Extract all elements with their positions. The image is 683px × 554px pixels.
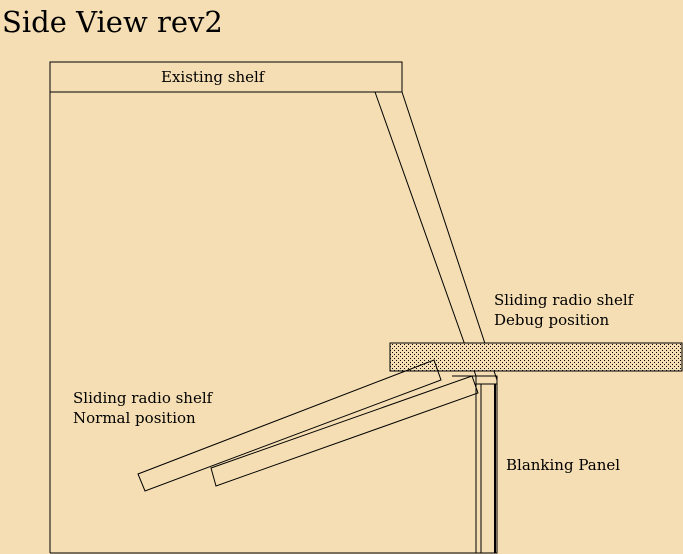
debug-position-shelf: Sliding radio shelf Debug position [389,291,683,372]
debug-shelf-label-line1: Sliding radio shelf [494,291,635,309]
diagram-title: Side View rev2 [2,5,223,39]
existing-shelf: Existing shelf [49,61,403,93]
slanted-panel [374,91,498,381]
debug-shelf-label-line2: Debug position [494,311,610,329]
normal-shelf-label-line1: Sliding radio shelf [73,389,214,407]
debug-shelf-rect [389,342,683,372]
slanted-panel-outer-edge [401,91,498,381]
normal-shelf-label-line2: Normal position [73,409,196,427]
existing-shelf-rect [49,61,403,93]
cabinet-outline [49,92,497,554]
normal-shelf-upper-board [137,359,442,492]
normal-position-shelf: Sliding radio shelf Normal position [73,359,479,492]
blanking-panel-outer [475,375,498,554]
normal-shelf-lower-board [210,375,479,487]
existing-shelf-label: Existing shelf [161,68,266,86]
blanking-panel-label: Blanking Panel [506,456,620,474]
slanted-panel-inner-edge [374,91,477,377]
blanking-panel: Blanking Panel [475,375,620,554]
